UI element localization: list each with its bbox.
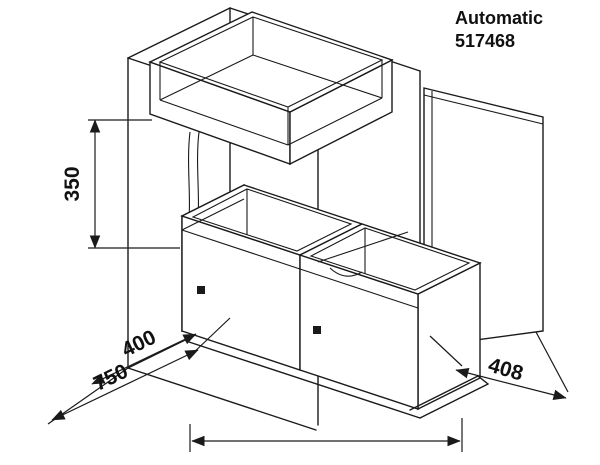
title-block: Automatic 517468 [455,8,543,51]
bin-handle-curve [329,267,363,277]
product-name: Automatic [455,8,543,28]
dimension-height: 350 [61,119,180,249]
lid-mechanism-line [317,231,409,263]
clip-square-right [313,326,321,334]
product-number: 517468 [455,31,515,51]
dimension-label-depth-closed: 400 [118,326,160,362]
extension-line [189,317,231,357]
dimension-bottom [189,418,463,452]
dimension-line-750 [51,349,199,421]
sink-basin [148,11,394,166]
clip-square-left [197,286,205,294]
dimension-line [455,367,567,401]
extension-line [535,331,569,393]
dimension-label-width: 408 [486,354,526,386]
waste-bin-left [180,183,364,371]
extension-line [429,335,463,367]
dimension-label-height: 350 [61,166,84,201]
